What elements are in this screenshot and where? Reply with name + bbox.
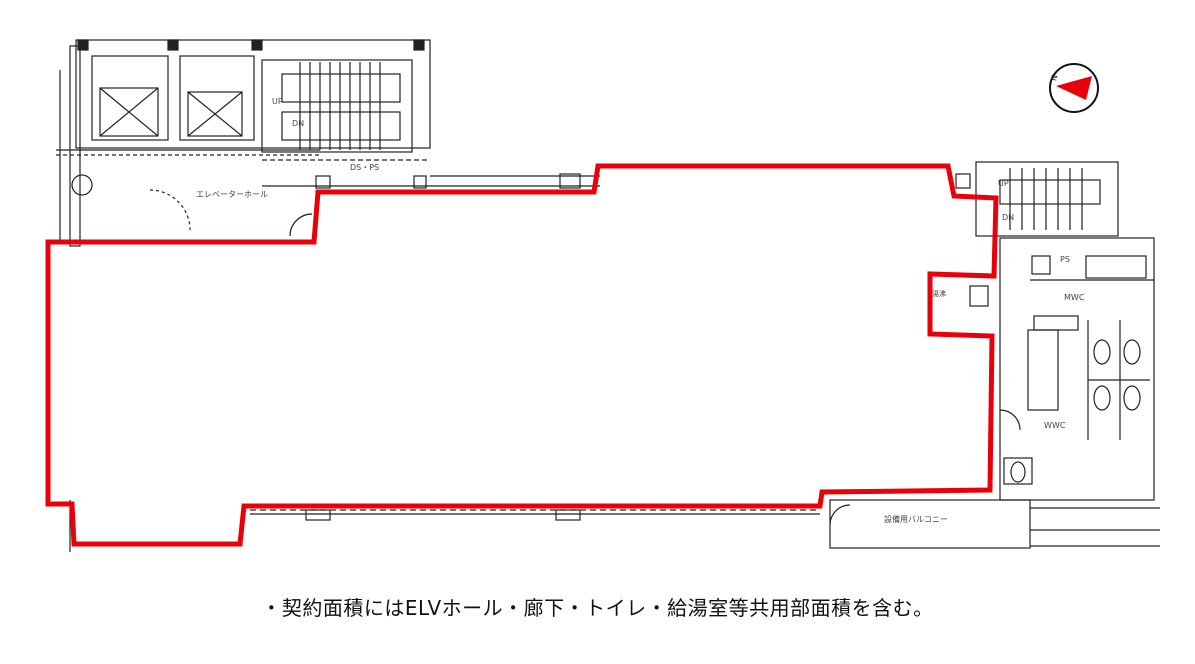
elevator-hall-label: エレベーターホール (196, 190, 268, 199)
leased-area-outline (45, 163, 999, 547)
room-label: 湯沸 (932, 289, 946, 298)
mwc-label: MWC (1064, 293, 1085, 302)
ds-ps-label: DS・PS (350, 163, 379, 172)
wwc-label: WWC (1044, 421, 1066, 430)
north-arrow-icon: N (1049, 63, 1099, 113)
elevator-1 (99, 87, 159, 137)
stair-treads (299, 62, 381, 150)
compass-n-label: N (1049, 74, 1059, 82)
up-label: UP (272, 97, 283, 106)
east-up-label: UP (998, 179, 1009, 188)
dn-label: DN (292, 119, 304, 128)
elevator-2 (187, 91, 243, 137)
balcony-label: 設備用バルコニー (884, 514, 948, 524)
main-stair (261, 59, 413, 153)
contract-area-note: ・契約面積にはELVホール・廊下・トイレ・給湯室等共用部面積を含む。 (261, 596, 934, 620)
east-dn-label: DN (1002, 213, 1014, 222)
restroom-block (999, 237, 1155, 501)
equipment-balcony (829, 499, 1031, 549)
floor-plan: エレベーターホール DS・PS PS MWC WWC 設備用バルコニー UP D… (45, 39, 1160, 552)
ps-label: PS (1060, 255, 1070, 264)
